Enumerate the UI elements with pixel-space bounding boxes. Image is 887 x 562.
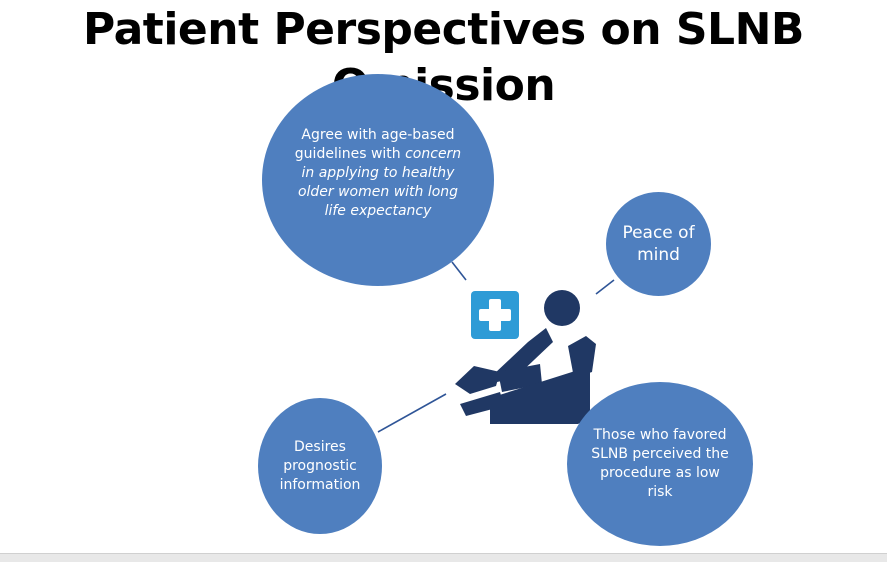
bubble-agree-text: Agree with age-based guidelines with con…: [292, 126, 464, 221]
bubble-slnb-low-risk: Those who favored SLNB perceived the pro…: [567, 382, 753, 546]
connector-peace: [595, 279, 615, 295]
agree-text-plain: Agree with age-based guidelines with: [294, 126, 455, 162]
agree-text-italic: concern in applying to healthy older wom…: [297, 145, 462, 219]
connector-agree: [451, 261, 467, 281]
window-bottom-bar: [0, 553, 887, 562]
bubble-slnb-text: Those who favored SLNB perceived the pro…: [591, 427, 729, 500]
connector-desires: [377, 393, 447, 433]
bubble-peace-of-mind: Peace of mind: [606, 192, 711, 296]
slide-title: Patient Perspectives on SLNB Omission: [83, 4, 804, 111]
bubble-peace-text: Peace of mind: [622, 223, 695, 265]
bubble-desires-prognostic: Desires prognostic information: [258, 398, 382, 534]
bubble-agree-guidelines: Agree with age-based guidelines with con…: [262, 74, 494, 286]
patient-reclining-chair-icon: [455, 290, 596, 424]
bubble-desires-text: Desires prognostic information: [279, 438, 361, 493]
medical-cross-icon: [471, 291, 519, 339]
